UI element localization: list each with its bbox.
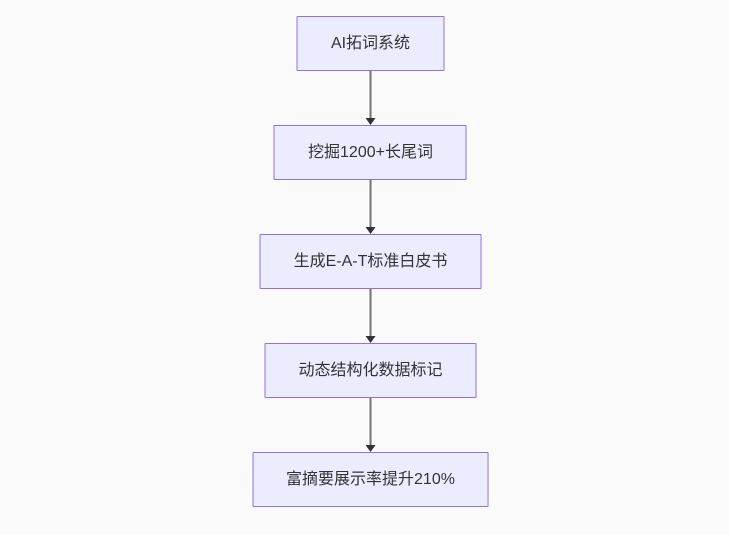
- arrowhead-down-icon: [365, 118, 376, 125]
- flowchart: AI拓词系统 挖掘1200+长尾词 生成E-A-T标准白皮书 动态结构化数据标记…: [252, 16, 489, 507]
- edge-arrow-1: [365, 71, 376, 125]
- flow-node-rich-snippet-result: 富摘要展示率提升210%: [252, 452, 489, 507]
- flow-node-structured-data-markup: 动态结构化数据标记: [264, 343, 477, 398]
- edge-arrow-3: [365, 289, 376, 343]
- flow-node-eat-whitepaper: 生成E-A-T标准白皮书: [259, 234, 482, 289]
- arrowhead-down-icon: [365, 445, 376, 452]
- arrowhead-down-icon: [365, 227, 376, 234]
- edge-line: [369, 180, 372, 228]
- edge-line: [369, 398, 372, 446]
- edge-arrow-2: [365, 180, 376, 234]
- edge-arrow-4: [365, 398, 376, 452]
- arrowhead-down-icon: [365, 336, 376, 343]
- edge-line: [369, 289, 372, 337]
- flow-node-ai-keyword-system: AI拓词系统: [296, 16, 445, 71]
- edge-line: [369, 71, 372, 119]
- flow-node-longtail-mining: 挖掘1200+长尾词: [274, 125, 467, 180]
